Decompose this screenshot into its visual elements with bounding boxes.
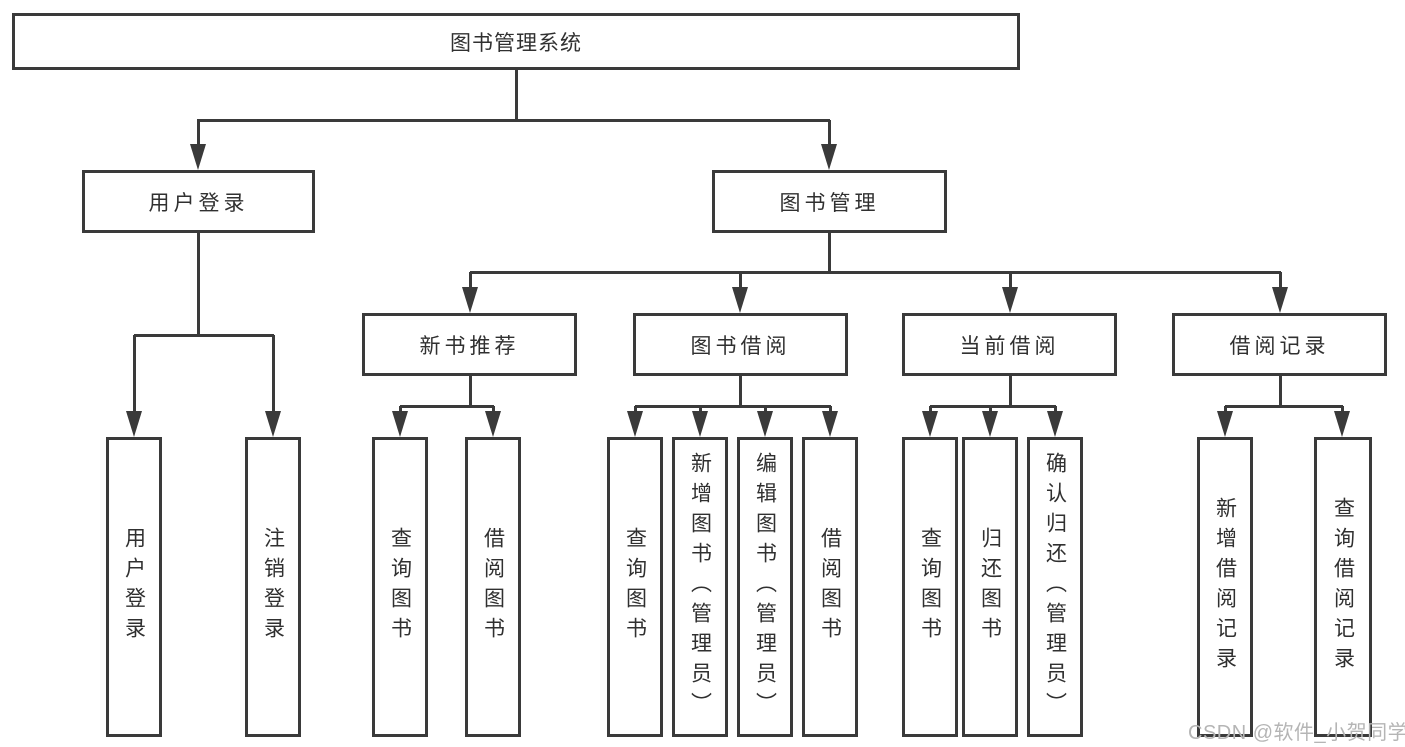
connector-root-stem <box>515 70 518 121</box>
connector-records-crossbar <box>1225 405 1343 408</box>
connector-arrowhead <box>265 411 281 437</box>
connector-arrowhead <box>822 411 838 437</box>
connector-arrowhead <box>982 411 998 437</box>
connector-arrow-shaft <box>1054 406 1057 414</box>
connector-arrowhead <box>732 287 748 313</box>
connector-arrowhead <box>462 287 478 313</box>
connector-arrow-shaft <box>1279 272 1282 290</box>
connector-arrowhead <box>1047 411 1063 437</box>
connector-arrow-shaft <box>492 406 495 414</box>
connector-arrow-shaft <box>399 406 402 414</box>
leaf-user-login: 用户登录 <box>106 437 162 737</box>
connector-arrow-shaft <box>699 406 702 414</box>
leaf-edit-book-admin: 编辑图书（管理员） <box>737 437 793 737</box>
connector-arrowhead <box>1002 287 1018 313</box>
connector-recommend-stem <box>469 376 472 407</box>
connector-current-stem <box>1009 376 1012 407</box>
connector-arrow-shaft <box>272 335 275 415</box>
connector-arrow-shaft <box>1009 272 1012 290</box>
connector-arrowhead <box>190 144 206 170</box>
connector-current-crossbar <box>930 405 1056 408</box>
connector-recommend-crossbar <box>400 405 494 408</box>
node-new-book-recommend: 新书推荐 <box>362 313 577 376</box>
connector-arrowhead <box>757 411 773 437</box>
leaf-query-borrow-record: 查询借阅记录 <box>1314 437 1372 737</box>
connector-borrow-crossbar <box>635 405 831 408</box>
connector-arrow-shaft <box>829 406 832 414</box>
node-current-borrow: 当前借阅 <box>902 313 1117 376</box>
leaf-query-books-current: 查询图书 <box>902 437 958 737</box>
leaf-add-book-admin: 新增图书（管理员） <box>672 437 728 737</box>
connector-arrowhead <box>922 411 938 437</box>
connector-arrowhead <box>485 411 501 437</box>
connector-arrow-shaft <box>764 406 767 414</box>
connector-root-crossbar <box>197 119 830 122</box>
node-borrow-records: 借阅记录 <box>1172 313 1387 376</box>
leaf-return-book: 归还图书 <box>962 437 1018 737</box>
connector-arrowhead <box>692 411 708 437</box>
leaf-borrow-books: 借阅图书 <box>802 437 858 737</box>
connector-arrowhead <box>1217 411 1233 437</box>
connector-arrowhead <box>126 411 142 437</box>
connector-arrow-shaft <box>1224 406 1227 414</box>
connector-records-stem <box>1279 376 1282 407</box>
connector-borrow-stem <box>739 376 742 407</box>
connector-arrowhead <box>821 144 837 170</box>
connector-arrow-shaft <box>634 406 637 414</box>
connector-arrowhead <box>1334 411 1350 437</box>
node-book-borrow: 图书借阅 <box>633 313 848 376</box>
leaf-query-books-recommend: 查询图书 <box>372 437 428 737</box>
leaf-borrow-books-recommend: 借阅图书 <box>465 437 521 737</box>
connector-arrowhead <box>1272 287 1288 313</box>
connector-arrow-shaft <box>929 406 932 414</box>
connector-arrow-shaft <box>197 120 200 148</box>
connector-arrow-shaft <box>828 120 831 148</box>
connector-arrow-shaft <box>1341 406 1344 414</box>
connector-arrowhead <box>627 411 643 437</box>
connector-userlogin-crossbar <box>134 334 274 337</box>
connector-bookmgmt-crossbar <box>470 271 1281 274</box>
connector-arrowhead <box>392 411 408 437</box>
csdn-watermark: CSDN @软件_小贺同学 <box>1188 722 1405 744</box>
leaf-query-books-borrow: 查询图书 <box>607 437 663 737</box>
connector-userlogin-stem <box>197 233 200 336</box>
connector-bookmgmt-stem <box>828 233 831 273</box>
node-user-login: 用户登录 <box>82 170 315 233</box>
node-book-management: 图书管理 <box>712 170 947 233</box>
leaf-logout: 注销登录 <box>245 437 301 737</box>
node-root: 图书管理系统 <box>12 13 1020 70</box>
leaf-add-borrow-record: 新增借阅记录 <box>1197 437 1253 737</box>
connector-arrow-shaft <box>739 272 742 290</box>
leaf-confirm-return-admin: 确认归还（管理员） <box>1027 437 1083 737</box>
connector-arrow-shaft <box>469 272 472 290</box>
connector-arrow-shaft <box>133 335 136 415</box>
connector-arrow-shaft <box>989 406 992 414</box>
